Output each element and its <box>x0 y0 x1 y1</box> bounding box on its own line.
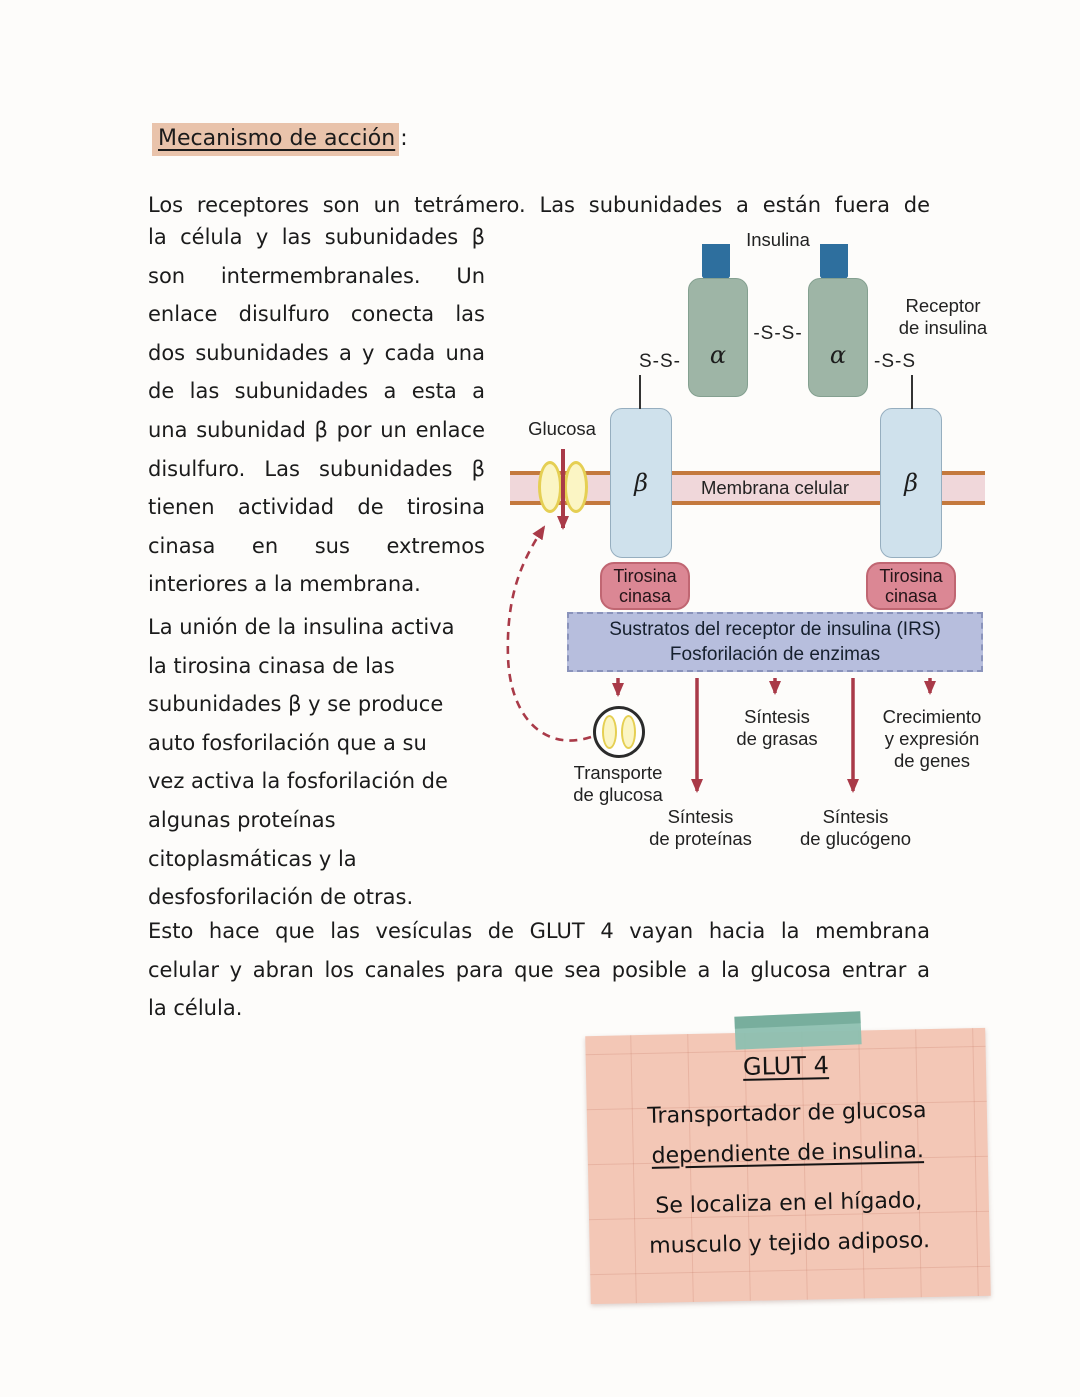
text-line: la tirosina cinasa de las <box>148 653 395 678</box>
text-line: citoplasmáticas y la <box>148 846 357 871</box>
output-glycogen-synthesis: Síntesis de glucógeno <box>799 806 912 849</box>
text-line: la célula. <box>148 996 243 1021</box>
irs-box: Sustratos del receptor de insulina (IRS)… <box>567 612 983 672</box>
membrane-label: Membrana celular <box>700 477 850 498</box>
text-line: dos subunidades a y cada una <box>148 340 485 365</box>
glut4-sticky-note: GLUT 4 Transportador de glucosa dependie… <box>585 1027 991 1305</box>
irs-line1: Sustratos del receptor de insulina (IRS) <box>609 619 941 640</box>
text-line: Esto hace que las vesículas de GLUT 4 va… <box>148 919 930 943</box>
tyrosine-kinase-left: Tirosina cinasa <box>600 562 690 610</box>
text-line: de las subunidades a esta a <box>148 379 485 404</box>
paragraph-1: la célula y las subunidades β son interm… <box>148 218 485 604</box>
receptor-label: Receptor de insulina <box>898 295 988 338</box>
tyrosine-kinase-right: Tirosina cinasa <box>866 562 956 610</box>
beta-label: β <box>904 469 918 497</box>
page-title: Mecanismo de acción: <box>152 123 408 156</box>
beta-subunit-left: β <box>610 408 672 558</box>
output-protein-synthesis: Síntesis de proteínas <box>649 806 752 849</box>
paragraph-intro: Los receptores son un tetrámero. Las sub… <box>148 186 930 225</box>
note-title: GLUT 4 <box>742 1051 830 1081</box>
text-line: interiores a la membrana. <box>148 572 421 597</box>
disulfide-bond-center: -S-S- <box>753 323 803 344</box>
alpha-label: α <box>829 340 847 369</box>
output-growth-gene-expression: Crecimiento y expresión de genes <box>882 706 982 771</box>
paragraph-2: La unión de la insulina activa la tirosi… <box>148 608 485 917</box>
alpha-subunit-right: α <box>808 278 868 397</box>
text-line: La unión de la insulina activa <box>148 615 455 639</box>
glucose-channel-icon <box>564 461 588 513</box>
transporter-oval-icon <box>602 715 617 749</box>
title-colon: : <box>400 126 408 151</box>
disulfide-bond-right: -S-S <box>874 351 916 372</box>
text-line: celular y abran los canales para que sea… <box>148 957 930 982</box>
text-line: Los receptores son un tetrámero. Las sub… <box>148 193 930 217</box>
text-line: cinasa en sus extremos <box>148 533 485 558</box>
text-line: desfosforilación de otras. <box>148 885 414 910</box>
glucose-channel-icon <box>538 461 562 513</box>
irs-line2: Fosforilación de enzimas <box>669 644 881 665</box>
output-fat-synthesis: Síntesis de grasas <box>736 706 818 749</box>
text-line: algunas proteínas <box>148 807 336 832</box>
text-line: disulfuro. Las subunidades β <box>148 456 485 481</box>
paragraph-3: Esto hace que las vesículas de GLUT 4 va… <box>148 912 930 1028</box>
text-line: son intermembranales. Un <box>148 263 485 288</box>
alpha-label: α <box>709 340 727 369</box>
beta-label: β <box>634 469 648 497</box>
glucose-label: Glucosa <box>528 418 596 439</box>
text-line: la célula y las subunidades β <box>148 225 485 249</box>
text-line: subunidades β y se produce <box>148 692 444 717</box>
text-line: auto fosforilación que a su <box>148 730 427 755</box>
text-line: tienen actividad de tirosina <box>148 495 485 520</box>
tape-icon <box>734 1011 862 1050</box>
insulin-label: Insulina <box>746 229 810 250</box>
output-glucose-transport: Transporte de glucosa <box>573 762 663 805</box>
insulin-receptor-diagram: Insulina α α -S-S- S-S- -S-S Receptor de… <box>505 225 990 880</box>
text-line: vez activa la fosforilación de <box>148 769 448 794</box>
note-line: dependiente de insulina. <box>651 1138 925 1169</box>
transporter-oval-icon <box>621 715 636 749</box>
disulfide-bond-left: S-S- <box>639 351 681 372</box>
note-line: musculo y tejido adiposo. <box>649 1228 931 1259</box>
beta-subunit-right: β <box>880 408 942 558</box>
text-line: enlace disulfuro conecta las <box>148 302 485 327</box>
title-highlight: Mecanismo de acción <box>152 123 400 156</box>
text-line: una subunidad β por un enlace <box>148 417 485 442</box>
glut4-vesicle-icon <box>593 706 645 758</box>
alpha-subunit-left: α <box>688 278 748 397</box>
